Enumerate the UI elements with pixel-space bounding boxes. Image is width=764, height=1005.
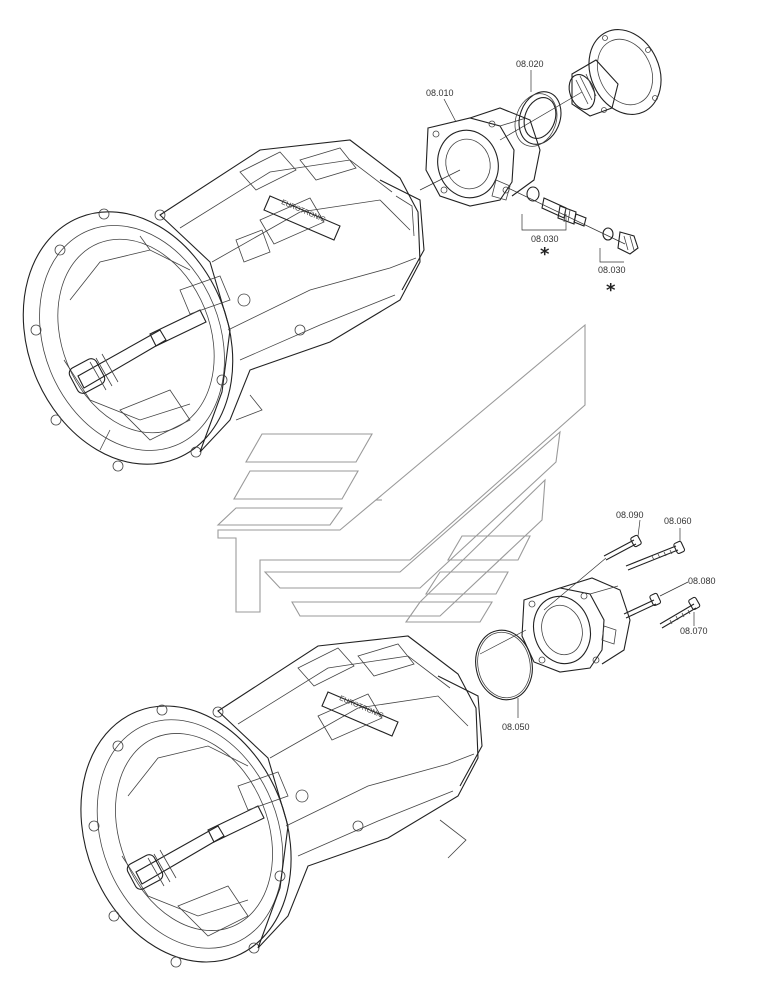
assembly-line-top: [419, 169, 461, 191]
label-08030-a: 08.030: [531, 234, 559, 244]
asterisk-marker-a: *: [540, 244, 550, 265]
transmission-housing-bottom: EUROTRONIC: [80, 635, 483, 968]
output-flange-part: [568, 29, 662, 117]
rear-cover-part: [425, 107, 541, 207]
sensor-part: [526, 186, 587, 227]
bolt-08080: [623, 592, 662, 619]
bolt-08060: [625, 540, 686, 571]
assembly-line-seal: [499, 91, 583, 141]
bolt-08090: [603, 534, 642, 561]
leader-08010: [443, 98, 457, 123]
cover-housing-part: [521, 577, 631, 673]
label-08090: 08.090: [616, 510, 644, 520]
o-ring-part: [475, 629, 533, 701]
label-08020: 08.020: [516, 59, 544, 69]
seal-ring-part: [514, 91, 562, 147]
bolt-08070: [659, 596, 701, 629]
plug-part: [602, 227, 639, 255]
label-08050: 08.050: [502, 722, 530, 732]
assembly-line-bolts: [543, 557, 607, 611]
bracket-08030b: [599, 248, 624, 263]
label-08060: 08.060: [664, 516, 692, 526]
label-08070: 08.070: [680, 626, 708, 636]
watermark-logo: [216, 323, 586, 623]
leader-08090: [637, 519, 641, 537]
assembly-line-sensor: [507, 187, 626, 245]
leader-08080: [659, 581, 689, 597]
transmission-housing-top: EUROTRONIC: [22, 139, 425, 472]
label-08080: 08.080: [688, 576, 716, 586]
label-08010: 08.010: [426, 88, 454, 98]
asterisk-marker-b: *: [606, 280, 616, 301]
label-08030-b: 08.030: [598, 265, 626, 275]
assembly-line-bottom: [479, 629, 527, 655]
bracket-08030a: [521, 214, 567, 231]
